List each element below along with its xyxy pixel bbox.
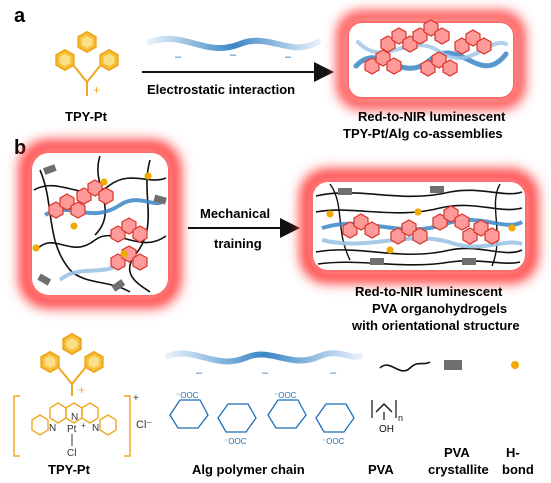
legend-hbond-label-2: bond [502,462,534,477]
legend-n-left: N [49,423,56,434]
arrow-a-text: Electrostatic interaction [147,82,295,97]
network-box-right [300,169,538,283]
coassembly-box [337,11,525,109]
tpy-pt-molecule-a: + [55,31,119,97]
legend-crystallite-swatch [444,360,462,370]
network-box-left [19,140,181,308]
coassembly-caption-2: TPY-Pt/Alg co-assemblies [343,126,503,141]
svg-text:‒: ‒ [285,51,292,63]
legend-chloride: Cl⁻ [136,419,152,431]
legend-pva-label: PVA [368,462,394,477]
svg-text:‒: ‒ [230,49,237,61]
arrow-b-text-1: Mechanical [200,206,270,221]
legend-coo-2: ⁻OOC [274,391,297,400]
legend-oh: OH [379,424,394,435]
panel-b-label: b [14,137,26,159]
tpy-charge-a: + [93,83,100,97]
legend-crystallite-label-1: PVA [444,445,470,460]
tpy-pt-caption-a: TPY-Pt [65,109,108,124]
legend-n-center: N [71,412,78,423]
legend-hbond-swatch [511,361,519,369]
legend-coo-1: ⁻OOC [176,391,199,400]
svg-text:‒: ‒ [262,367,269,379]
legend-outer-charge: + [133,393,139,404]
organohydrogel-caption-1: Red-to-NIR luminescent [355,284,503,299]
legend-crystallite-label-2: crystallite [428,462,489,477]
legend-cl: Cl [67,448,76,459]
organohydrogel-caption-2: PVA organohydrogels [372,301,507,316]
legend-coo-4: ⁻OOC [322,437,345,446]
legend-pt: Pt [67,424,77,435]
legend-tpy-pt-label: TPY-Pt [48,462,91,477]
legend-tpy-charge: + [78,383,85,397]
legend-pva: OH n [371,361,431,435]
coassembly-caption-1: Red-to-NIR luminescent [358,109,506,124]
organohydrogel-caption-3: with orientational structure [351,318,520,333]
legend-alg-label: Alg polymer chain [192,462,305,477]
legend-tpy-pt-structure: + N N N Pt + Cl + Cl⁻ [13,333,152,459]
arrow-b-text-2: training [214,236,262,251]
legend-coo-3: ⁻OOC [224,437,247,446]
legend-hbond-label-1: H- [506,445,520,460]
svg-text:‒: ‒ [330,367,337,379]
svg-text:‒: ‒ [175,51,182,63]
alg-chain-a: ‒ ‒ ‒ [147,35,321,63]
panel-a-label: a [14,5,26,27]
legend-pva-n: n [398,413,403,423]
legend-pt-charge: + [81,421,86,430]
svg-text:‒: ‒ [196,367,203,379]
legend-n-right: N [92,423,99,434]
legend-alg-chain: ‒ ‒ ‒ ⁻OOC ⁻OOC ⁻OOC ⁻OOC [165,350,363,446]
